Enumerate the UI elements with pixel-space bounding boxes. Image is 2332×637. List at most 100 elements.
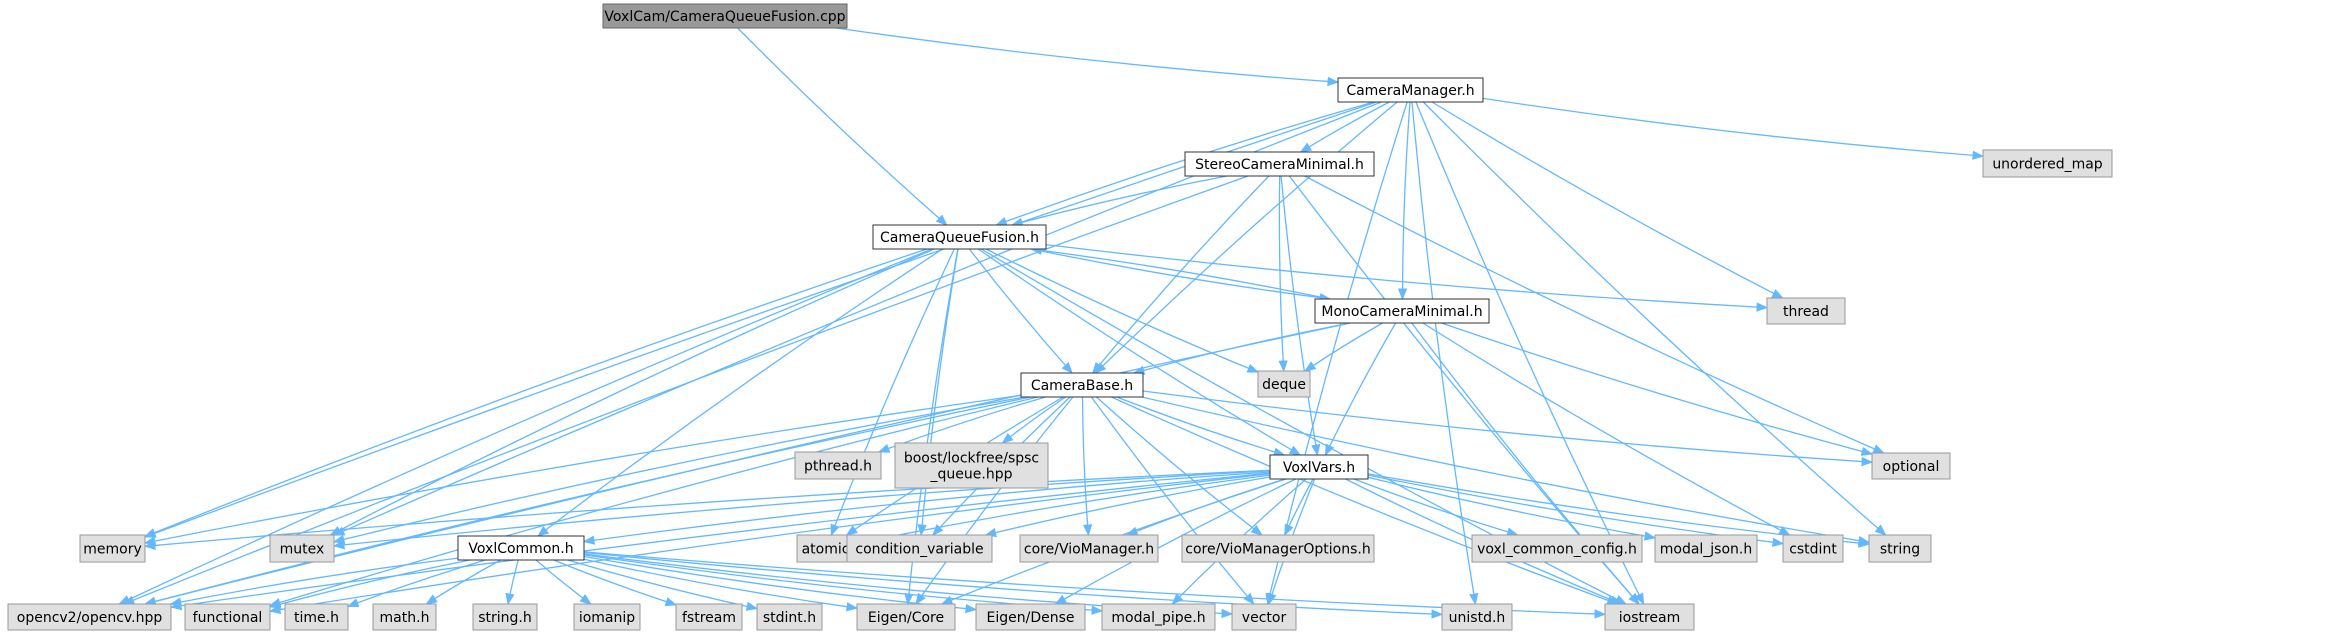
nodes-layer: VoxlCam/CameraQueueFusion.cppCameraManag… [7, 3, 2113, 631]
edge-cameramanager-to-unordered_map [1482, 97, 1985, 160]
edge-cameramanager-to-vector [1265, 101, 1408, 606]
node-box-opencv [7, 603, 172, 631]
node-modalpipe: modal_pipe.h [1101, 603, 1216, 631]
node-label-viomgr: core/VioManager.h [1024, 542, 1154, 558]
node-label-camerabase: CameraBase.h [1031, 378, 1133, 394]
node-box-thread [1766, 297, 1846, 325]
node-label-cstdint: cstdint [1789, 542, 1837, 558]
node-label-iostream: iostream [1619, 610, 1681, 626]
node-functional: functional [184, 603, 271, 631]
node-box-iostream [1604, 603, 1695, 631]
node-box-fstream [675, 603, 743, 631]
edge-cameramanager-to-camerabase [1094, 101, 1398, 374]
node-label-pthread: pthread.h [804, 459, 872, 475]
node-cstdint: cstdint [1782, 534, 1844, 563]
edge-cameramanager-to-stereo [1299, 101, 1390, 153]
node-fstream: fstream [675, 603, 743, 631]
node-box-string [1868, 534, 1932, 563]
edge-camerabase-to-viomgr [1081, 396, 1093, 537]
node-label-thread: thread [1783, 304, 1829, 320]
node-box-mutex [269, 534, 335, 563]
node-label-eigendense: Eigen/Dense [987, 610, 1075, 626]
node-memory: memory [79, 534, 146, 563]
edge-stereo-to-deque [1278, 175, 1288, 373]
node-root[interactable]: VoxlCam/CameraQueueFusion.cpp [602, 3, 848, 29]
node-label-eigencore: Eigen/Core [868, 610, 944, 626]
node-label-condvar: condition_variable [855, 542, 983, 558]
edge-voxlvars-to-voxlcommon [582, 471, 1271, 545]
node-box-camerabase [1020, 372, 1144, 398]
node-mono[interactable]: MonoCameraMinimal.h [1314, 298, 1490, 324]
edge-camerabase-to-vector [1090, 396, 1255, 605]
node-eigencore: Eigen/Core [856, 603, 956, 631]
edge-camerabase-to-iostream [1111, 396, 1619, 605]
node-box-cstdint [1782, 534, 1844, 563]
node-label-fstream: fstream [682, 610, 736, 626]
edge-cqf-to-voxlvars [977, 248, 1302, 456]
node-label-memory: memory [83, 542, 142, 558]
edge-camerabase-to-boost [1001, 396, 1066, 444]
edge-mono-to-iostream [1411, 322, 1640, 605]
node-eigendense: Eigen/Dense [975, 603, 1086, 631]
node-label-viomgropt: core/VioManagerOptions.h [1185, 542, 1370, 558]
node-box-cameramanager [1337, 77, 1484, 103]
edge-voxlvars-to-vcc [1353, 478, 1519, 537]
edge-cameramanager-to-string [1422, 101, 1887, 536]
node-label-stringh: string.h [478, 610, 532, 626]
node-unistd: unistd.h [1441, 603, 1513, 631]
node-box-boost [894, 442, 1049, 489]
edge-cqf-to-atomic [830, 248, 955, 537]
edge-voxlvars-to-opencv [169, 472, 1271, 611]
node-vcc: voxl_common_config.h [1471, 534, 1643, 563]
node-label-boost: boost/lockfree/spsc [904, 451, 1039, 467]
node-label-mutex: mutex [280, 542, 325, 558]
node-stereo[interactable]: StereoCameraMinimal.h [1184, 151, 1375, 177]
node-iomanip: iomanip [573, 603, 641, 631]
node-label-voxlvars: VoxlVars.h [1283, 460, 1355, 476]
edge-cqf-to-mutex [329, 248, 935, 536]
node-label-voxlcommon: VoxlCommon.h [468, 541, 573, 557]
node-camerabase[interactable]: CameraBase.h [1020, 372, 1144, 398]
edge-voxlcommon-to-stdinth [567, 559, 759, 611]
node-label-iomanip: iomanip [579, 610, 635, 626]
edge-stereo-to-cqf [1010, 175, 1228, 227]
edge-stereo-to-camerabase [1091, 175, 1270, 374]
node-voxlvars[interactable]: VoxlVars.h [1269, 454, 1369, 480]
node-box-stdinth [756, 603, 823, 631]
node-box-unordered_map [1982, 149, 2113, 178]
node-label-string: string [1880, 542, 1920, 558]
edge-mono-to-optional [1441, 322, 1874, 456]
node-label-vector: vector [1242, 610, 1287, 626]
node-cameramanager[interactable]: CameraManager.h [1337, 77, 1484, 103]
edge-voxlvars-to-functional [268, 473, 1271, 615]
node-box-cqf [872, 224, 1047, 250]
node-viomgr: core/VioManager.h [1019, 534, 1159, 563]
node-box-mono [1314, 298, 1490, 324]
edge-voxlvars-to-mutex [332, 470, 1271, 550]
edge-cameramanager-to-mono [1397, 101, 1411, 301]
edge-camerabase-to-opencv [143, 396, 1031, 606]
node-thread: thread [1766, 297, 1846, 325]
edge-mono-to-cstdint [1422, 322, 1791, 536]
edge-mono-to-deque [1304, 322, 1383, 372]
node-box-stereo [1184, 151, 1375, 177]
node-box-eigendense [975, 603, 1086, 631]
edge-cqf-to-camerabase [968, 248, 1073, 374]
edges-layer [118, 27, 1985, 619]
edge-voxlvars-to-viomgropt [1284, 478, 1314, 537]
node-label-functional: functional [193, 610, 263, 626]
node-box-modaljson [1654, 534, 1758, 563]
node-voxlcommon[interactable]: VoxlCommon.h [457, 535, 585, 561]
node-optional: optional [1871, 452, 1951, 480]
node-deque: deque [1257, 370, 1311, 398]
edge-voxlcommon-to-functional [268, 559, 471, 609]
node-viomgropt: core/VioManagerOptions.h [1181, 534, 1375, 563]
edge-voxlcommon-to-timeh [346, 559, 486, 608]
node-mathh: math.h [372, 603, 437, 631]
node-label-cameramanager: CameraManager.h [1346, 83, 1474, 99]
node-stdinth: stdint.h [756, 603, 823, 631]
node-atomic: atomic [796, 534, 855, 563]
node-box-eigencore [856, 603, 956, 631]
edge-cqf-to-condvar [917, 248, 959, 537]
node-cqf[interactable]: CameraQueueFusion.h [872, 224, 1047, 250]
